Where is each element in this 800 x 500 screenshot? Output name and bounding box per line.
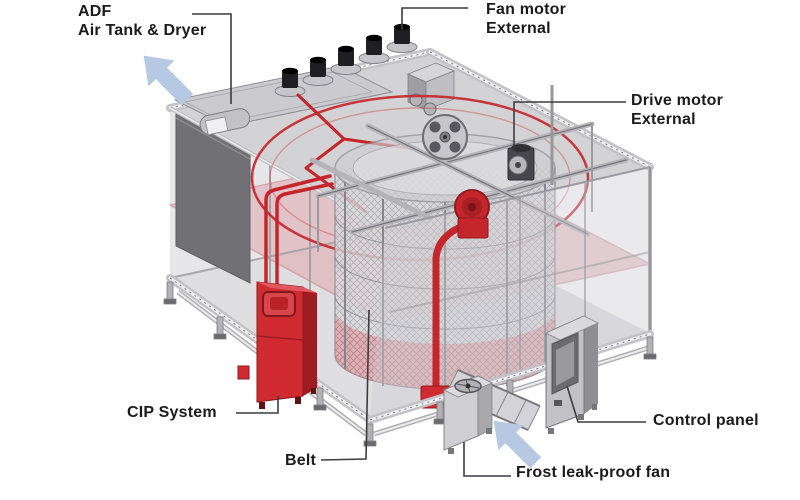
leader-fan-motor xyxy=(401,7,468,30)
label-adf: ADF Air Tank & Dryer xyxy=(78,2,206,40)
label-drive-motor-line1: Drive motor xyxy=(631,92,723,109)
fan-motor xyxy=(330,45,362,75)
cip-cabinet xyxy=(237,281,317,409)
arrow-up-left-icon xyxy=(493,420,542,469)
air-tank xyxy=(199,108,251,136)
right-wall xyxy=(369,166,652,421)
label-control-panel-text: Control panel xyxy=(653,412,759,429)
leader-adf xyxy=(192,13,232,104)
leader-cip xyxy=(236,396,279,414)
leader-belt xyxy=(320,309,370,461)
label-frost-fan: Frost leak-proof fan xyxy=(516,463,670,482)
leader-control-panel xyxy=(566,385,646,423)
drive-motor-unit xyxy=(507,144,535,181)
label-cip-system: CIP System xyxy=(127,403,217,422)
label-cip-system-text: CIP System xyxy=(127,404,217,421)
fan-motor xyxy=(358,34,390,64)
fan-motor-row xyxy=(274,23,418,97)
frost-fan-unit xyxy=(443,375,493,454)
label-drive-motor: Drive motor External xyxy=(631,91,723,129)
leader-lines xyxy=(192,7,646,477)
label-adf-line1: ADF xyxy=(78,3,112,20)
spiral-drum xyxy=(334,133,556,390)
label-fan-motor: Fan motor External xyxy=(486,0,566,38)
drive-pulley xyxy=(422,114,468,160)
label-adf-line2: Air Tank & Dryer xyxy=(78,22,207,39)
label-belt: Belt xyxy=(285,451,316,470)
fan-motor xyxy=(302,56,334,86)
leader-drive-motor xyxy=(513,101,626,150)
label-frost-fan-text: Frost leak-proof fan xyxy=(516,464,671,481)
arrow-up-left-icon xyxy=(143,55,194,106)
label-fan-motor-line2: External xyxy=(486,20,551,37)
label-fan-motor-line1: Fan motor xyxy=(486,1,567,18)
label-drive-motor-line2: External xyxy=(631,111,696,128)
leader-frost-fan xyxy=(463,442,511,477)
drum-top-frame xyxy=(309,85,629,252)
label-control-panel: Control panel xyxy=(653,411,759,430)
control-panel-cabinet xyxy=(545,315,599,434)
label-belt-text: Belt xyxy=(285,452,317,469)
cip-pipes xyxy=(264,174,334,286)
fan-blower xyxy=(432,189,490,390)
